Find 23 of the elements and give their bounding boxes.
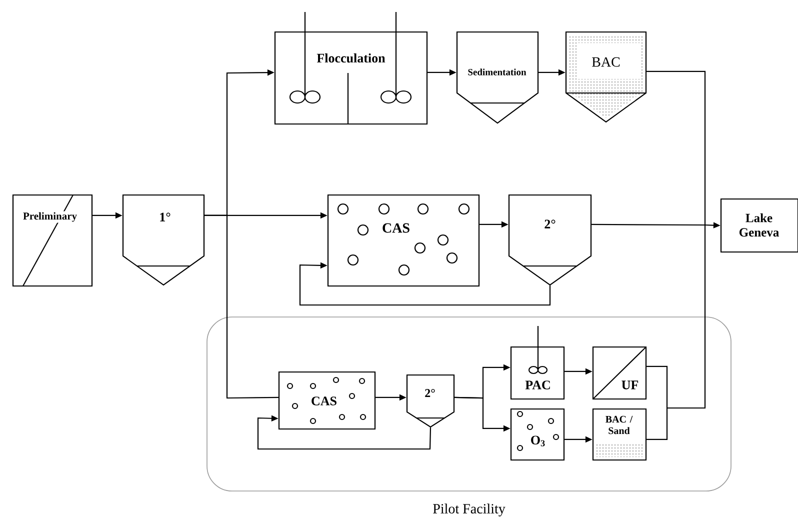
reactor-box: O$_{3}$ [510,408,565,461]
flow-line [257,415,432,450]
flow-line [646,366,668,408]
outlet-box: Lake Geneva [720,198,798,253]
reactor-box: PAC [510,326,565,400]
flow-line [646,70,706,225]
clarifier-tank: Sedimentation [456,31,539,124]
clarifier-tank: 1° [122,194,205,286]
flow-line [592,224,705,226]
filter-box: BAC / Sand [592,408,647,461]
flow-line [667,225,706,409]
node-label: Pilot Facility [433,504,506,516]
preliminary-treatment-box: Preliminary [12,194,93,287]
filter-tank: BAC [565,31,647,123]
flocculation-tank: Flocculation [274,12,428,125]
aeration-tank: CAS [327,194,480,287]
flow-line [204,214,278,399]
membrane-box: UF [592,346,647,400]
flow-line [646,408,668,440]
clarifier-tank: 2° [406,374,455,428]
clarifier-tank: 2° [508,194,592,286]
aeration-tank: CAS [278,371,376,430]
flow-line [299,262,551,306]
